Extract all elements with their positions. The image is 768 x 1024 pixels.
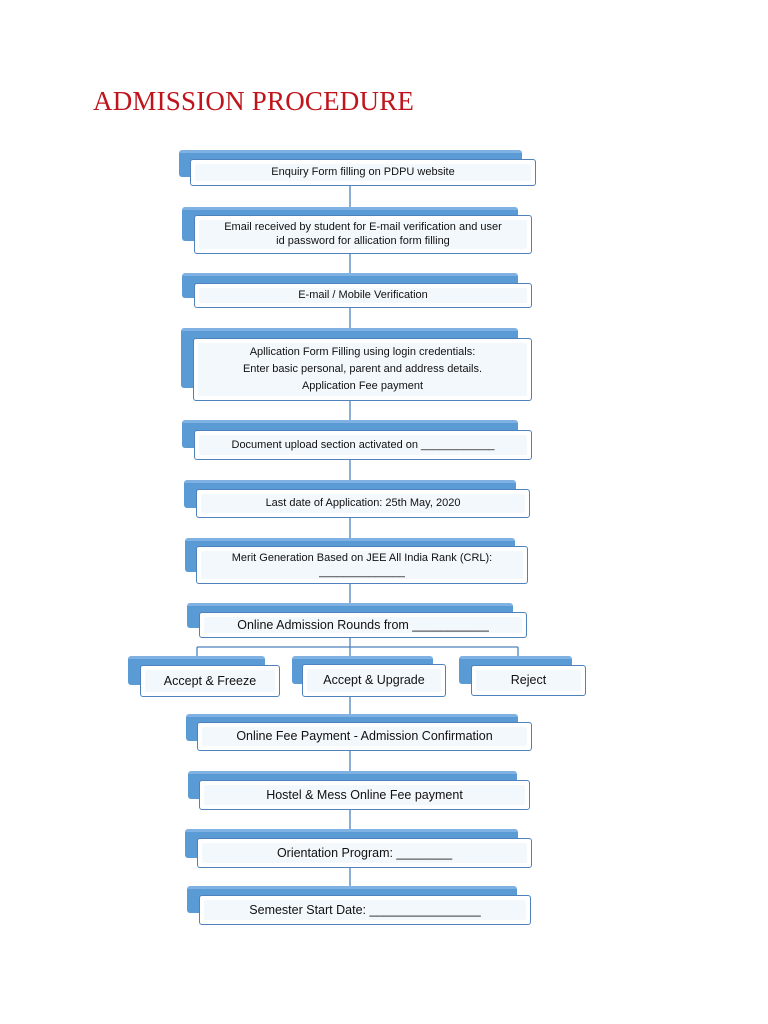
step-application-line1: Apllication Form Filling using login cre… <box>249 345 476 358</box>
step-email-line1: Email received by student for E-mail ver… <box>224 220 502 233</box>
step-verification-label: E-mail / Mobile Verification <box>298 289 428 302</box>
step-application-line3: Application Fee payment <box>301 380 424 393</box>
step-merit-line2: ______________ <box>319 566 405 578</box>
step-hostel-mess-label: Hostel & Mess Online Fee payment <box>266 787 463 802</box>
step-application-line2: Enter basic personal, parent and address… <box>242 362 483 375</box>
step-fee-payment-label: Online Fee Payment - Admission Confirmat… <box>236 729 493 744</box>
option-reject-label: Reject <box>510 673 547 688</box>
step-last-date-label: Last date of Application: 25th May, 2020 <box>265 497 461 510</box>
option-accept-freeze-label: Accept & Freeze <box>163 673 257 688</box>
page-title: ADMISSION PROCEDURE <box>93 86 415 116</box>
option-accept-upgrade-label: Accept & Upgrade <box>323 673 425 688</box>
step-merit-line1: Merit Generation Based on JEE All India … <box>231 551 493 564</box>
step-online-rounds-label: Online Admission Rounds from ___________ <box>237 617 489 632</box>
step-orientation-label: Orientation Program: ________ <box>276 845 453 860</box>
step-enquiry-label: Enquiry Form filling on PDPU website <box>271 166 455 179</box>
step-document-upload-label: Document upload section activated on ___… <box>231 438 495 451</box>
step-email-line2: id password for allication form filling <box>276 234 450 247</box>
step-semester-start-label: Semester Start Date: ________________ <box>249 902 481 917</box>
